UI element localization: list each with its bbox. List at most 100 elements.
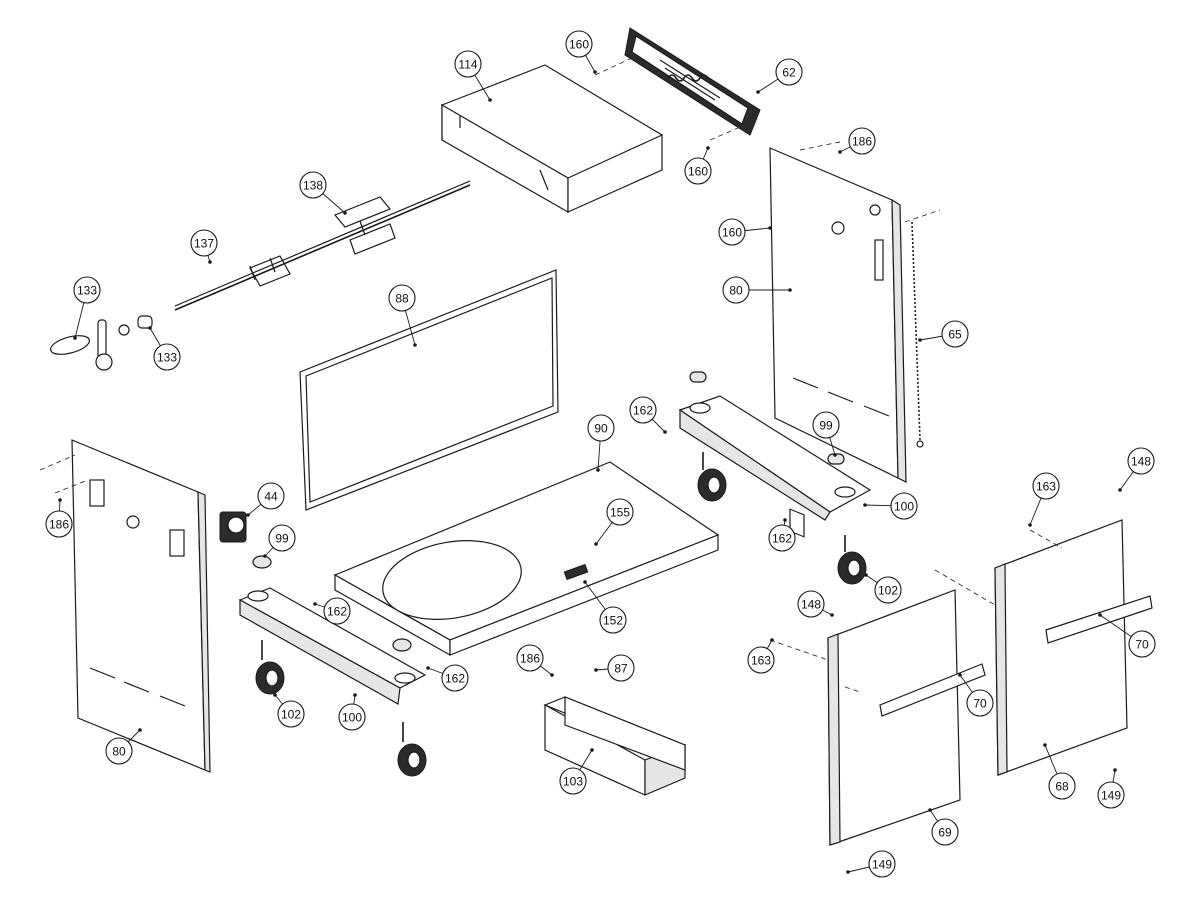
callout-69: 69 — [928, 808, 959, 846]
callout-circle — [388, 284, 416, 312]
callout-62: 62 — [756, 58, 803, 94]
callout-label: 162 — [633, 404, 653, 418]
callout-label: 68 — [1055, 780, 1069, 794]
callout-dot — [663, 430, 667, 434]
callout-circle — [268, 524, 296, 552]
callout-65: 65 — [918, 320, 969, 348]
callout-dot — [58, 498, 62, 502]
part-65-rod — [911, 221, 924, 448]
callout-label: 62 — [782, 66, 796, 80]
callout-138: 138 — [299, 171, 347, 215]
callout-circle — [516, 644, 544, 672]
part-69-left-door — [769, 589, 986, 846]
callout-label: 102 — [878, 584, 898, 598]
callout-label: 186 — [520, 652, 540, 666]
callout-label: 137 — [194, 237, 214, 251]
callout-circle — [966, 689, 994, 717]
callout-dot — [353, 693, 357, 697]
callout-label: 149 — [872, 858, 892, 872]
callout-circle — [1032, 472, 1060, 500]
callout-label: 149 — [1101, 789, 1121, 803]
callout-dot — [768, 226, 772, 230]
callout-circle — [775, 58, 803, 86]
callout-label: 186 — [852, 135, 872, 149]
callout-circle — [441, 664, 469, 692]
callout-circle — [747, 646, 775, 674]
callout-dot — [863, 503, 867, 507]
callout-dot — [593, 70, 597, 74]
callout-dot — [838, 150, 842, 154]
callout-label: 133 — [77, 284, 97, 298]
callout-dot — [413, 343, 417, 347]
callout-dot — [770, 638, 774, 642]
callout-circle — [797, 590, 825, 618]
callout-44: 44 — [246, 482, 285, 517]
callout-dot — [864, 573, 868, 577]
callout-70: 70 — [958, 673, 994, 717]
callout-dot — [783, 518, 787, 522]
part-62-bracket — [594, 27, 761, 141]
callout-circle — [1128, 630, 1156, 658]
callout-label: 99 — [819, 419, 833, 433]
callout-162: 162 — [768, 518, 796, 552]
callout-label: 103 — [563, 775, 583, 789]
callout-103: 103 — [559, 748, 594, 795]
callout-163: 163 — [747, 638, 775, 674]
callout-152: 152 — [583, 580, 627, 634]
callout-label: 162 — [327, 605, 347, 619]
callout-100: 100 — [863, 492, 918, 520]
callout-dot — [550, 673, 554, 677]
callout-186: 186 — [45, 498, 73, 538]
callout-circle — [105, 737, 133, 765]
callout-88: 88 — [388, 284, 417, 347]
callout-circle — [299, 171, 327, 199]
caster-front-right — [397, 722, 427, 777]
callout-circle — [257, 482, 285, 510]
callout-dot — [73, 336, 77, 340]
callout-circle — [941, 320, 969, 348]
callout-186: 186 — [516, 644, 554, 677]
part-100-rear-rail — [678, 371, 872, 521]
callout-circle — [587, 414, 615, 442]
callout-label: 138 — [303, 179, 323, 193]
callout-circle — [718, 218, 746, 246]
callout-label: 148 — [1131, 455, 1151, 469]
callout-circle — [153, 343, 181, 371]
caster-rear-left — [697, 452, 727, 502]
callouts: 1606211418616013813716080651331338816299… — [45, 30, 1156, 878]
callout-dot — [928, 808, 932, 812]
part-44-igniter — [219, 511, 247, 543]
part-114-box — [440, 64, 664, 214]
callout-dot — [1098, 613, 1102, 617]
callout-133: 133 — [148, 326, 181, 371]
callout-dot — [246, 513, 250, 517]
callout-148: 148 — [1118, 447, 1155, 492]
callout-dot — [594, 668, 598, 672]
callout-149: 149 — [1097, 768, 1125, 809]
callout-dot — [1113, 768, 1117, 772]
callout-circle — [874, 576, 902, 604]
callout-circle — [323, 597, 351, 625]
callout-label: 160 — [688, 165, 708, 179]
callout-dot — [583, 580, 587, 584]
callout-circle — [812, 411, 840, 439]
callout-label: 160 — [722, 226, 742, 240]
callout-label: 44 — [264, 490, 278, 504]
callout-label: 186 — [49, 518, 69, 532]
callout-label: 69 — [938, 826, 952, 840]
callout-149: 149 — [846, 850, 896, 878]
callout-label: 100 — [342, 711, 362, 725]
callout-circle — [45, 510, 73, 538]
part-102-casters — [255, 452, 867, 777]
callout-label: 102 — [281, 708, 301, 722]
callout-label: 70 — [973, 697, 987, 711]
callout-dot — [208, 260, 212, 264]
callout-label: 162 — [772, 532, 792, 546]
callout-circle — [868, 850, 896, 878]
callout-163: 163 — [1028, 472, 1060, 527]
callout-155: 155 — [594, 498, 634, 546]
callout-dot — [918, 338, 922, 342]
callout-160: 160 — [565, 30, 597, 74]
